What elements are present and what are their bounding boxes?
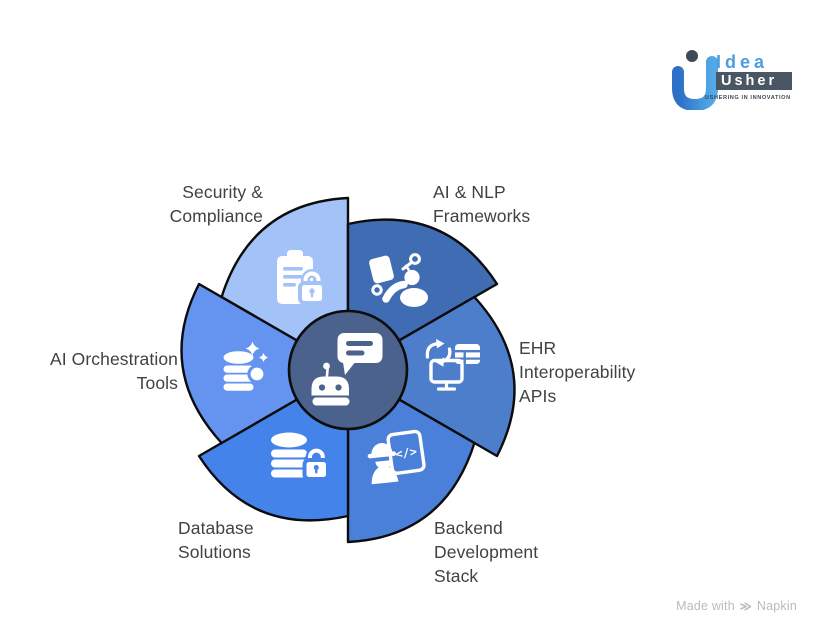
- developer-code-icon: </>: [367, 429, 426, 485]
- idea-usher-logo: Idea Usher USHERING IN INNOVATION: [650, 40, 802, 112]
- label-line: Development: [434, 542, 539, 562]
- label-line: Backend: [434, 518, 503, 538]
- label-line: Solutions: [178, 542, 251, 562]
- svg-text:</>: </>: [394, 444, 417, 461]
- database-lock-icon: [271, 432, 330, 481]
- label-ai-orchestration-tools: AI Orchestration Tools: [50, 347, 178, 395]
- idea-usher-u-monogram-icon: [672, 50, 718, 110]
- label-line: AI & NLP: [433, 182, 506, 202]
- label-ai-nlp-frameworks: AI & NLP Frameworks: [433, 180, 530, 228]
- label-line: Compliance: [169, 206, 263, 226]
- napkin-logo-icon: [740, 601, 752, 611]
- label-line: Stack: [434, 566, 479, 586]
- label-line: AI Orchestration: [49, 349, 178, 369]
- label-line: Security &: [182, 182, 263, 202]
- napkin-brand-text: Napkin: [756, 599, 797, 613]
- segment-ai-orchestration-tools: [180, 282, 350, 445]
- label-ehr-interoperability-apis: EHR Interoperability APIs: [519, 336, 635, 408]
- database-sparkles-icon: [223, 341, 269, 391]
- label-line: EHR: [519, 338, 557, 358]
- chatbot-icon: [311, 333, 383, 406]
- made-with-text: Made with: [676, 599, 735, 613]
- made-with-napkin: Made with Napkin: [676, 599, 797, 613]
- label-database-solutions: Database Solutions: [178, 516, 254, 564]
- label-line: Interoperability: [519, 362, 636, 382]
- clipboard-lock-icon: [277, 250, 326, 305]
- logo-brand-top: Idea: [716, 52, 769, 72]
- monitor-data-sync-icon: [425, 339, 480, 391]
- label-line: Database: [178, 518, 254, 538]
- label-backend-development-stack: Backend Development Stack: [434, 516, 538, 588]
- label-line: Frameworks: [433, 206, 531, 226]
- logo-dot-icon: [686, 50, 698, 62]
- ai-presenter-icon: [369, 253, 428, 307]
- label-line: APIs: [519, 386, 557, 406]
- logo-tagline: USHERING IN INNOVATION: [705, 95, 791, 101]
- label-security-compliance: Security & Compliance: [170, 180, 263, 228]
- logo-brand-bottom: Usher: [716, 72, 792, 90]
- label-line: Tools: [136, 373, 178, 393]
